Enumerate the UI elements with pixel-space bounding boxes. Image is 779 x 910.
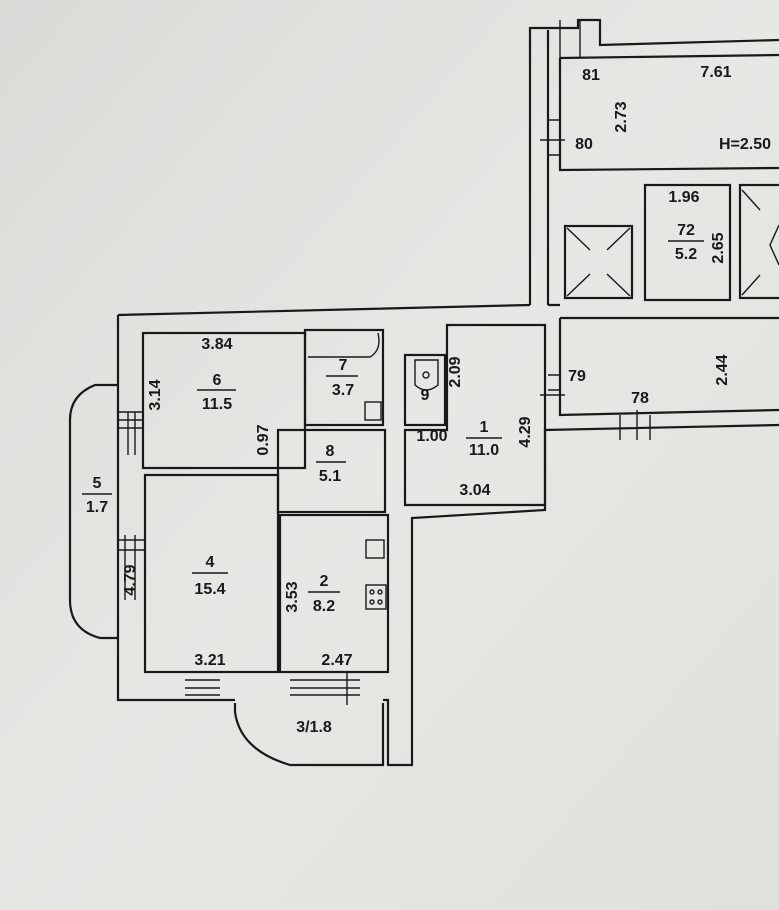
svg-text:4.29: 4.29 (517, 416, 534, 447)
svg-text:2.09: 2.09 (447, 356, 464, 387)
svg-text:7.61: 7.61 (700, 64, 731, 81)
svg-text:2.73: 2.73 (613, 101, 630, 132)
room-1-number: 1 (480, 419, 489, 436)
room-7-bathroom (303, 328, 385, 427)
svg-text:3.84: 3.84 (201, 336, 232, 353)
svg-text:78: 78 (631, 390, 649, 407)
windows (118, 20, 651, 705)
bathtub-icon (308, 332, 380, 358)
room-8-area: 5.1 (319, 468, 341, 485)
svg-text:1.96: 1.96 (668, 189, 699, 206)
room-2-number: 2 (320, 573, 329, 590)
svg-text:79: 79 (568, 368, 586, 385)
balcony-3-label: 3/1.8 (296, 719, 332, 736)
room-5-area: 1.7 (86, 499, 108, 516)
balcony-5 (68, 383, 118, 640)
room-8-hall (276, 428, 387, 514)
outer-walls (116, 18, 779, 767)
common-area-numbers: 81 80 79 78 (568, 67, 649, 407)
stove-icon (365, 584, 387, 610)
svg-text:3.53: 3.53 (284, 581, 301, 612)
svg-text:3.14: 3.14 (147, 379, 164, 410)
room-7-area: 3.7 (332, 382, 354, 399)
balcony-3 (233, 703, 385, 767)
room-6-area: 11.5 (202, 396, 232, 413)
room-6-number: 6 (213, 372, 222, 389)
room-2-area: 8.2 (313, 598, 335, 615)
room-72-elevator-hall (643, 183, 732, 302)
svg-text:H=2.50: H=2.50 (719, 136, 771, 153)
room-4-area: 15.4 (194, 581, 225, 598)
kitchen-sink-icon (365, 539, 385, 559)
svg-text:2.44: 2.44 (714, 354, 731, 385)
room-5-number: 5 (93, 475, 102, 492)
room-8-number: 8 (326, 443, 335, 460)
svg-text:81: 81 (582, 67, 600, 84)
room-72-area: 5.2 (675, 246, 697, 263)
svg-text:2.65: 2.65 (710, 232, 727, 263)
svg-text:3.04: 3.04 (459, 482, 490, 499)
room-2-kitchen (278, 513, 390, 674)
svg-text:3.21: 3.21 (194, 652, 225, 669)
svg-text:0.97: 0.97 (255, 424, 272, 455)
svg-text:80: 80 (575, 136, 593, 153)
svg-text:4.79: 4.79 (122, 564, 139, 595)
toilet-icon (414, 359, 439, 391)
dimension-labels: 3.84 3.14 0.97 2.09 1.00 4.29 3.04 4.79 … (122, 64, 771, 669)
room-1-hallway (403, 323, 547, 507)
svg-text:2.47: 2.47 (321, 652, 352, 669)
svg-text:1.00: 1.00 (416, 428, 447, 445)
room-9-number: 9 (421, 387, 430, 404)
shaft-right (738, 183, 779, 300)
room-72-number: 72 (677, 222, 695, 239)
shaft-left (563, 224, 634, 300)
room-7-number: 7 (339, 357, 348, 374)
sink-icon (364, 401, 382, 421)
room-4 (143, 473, 280, 674)
room-4-number: 4 (206, 554, 215, 571)
room-9-toilet (403, 353, 447, 427)
room-1-area: 11.0 (469, 442, 499, 459)
room-labels: 6 11.5 7 3.7 8 5.1 9 1 11.0 4 15.4 2 8.2… (82, 222, 704, 736)
